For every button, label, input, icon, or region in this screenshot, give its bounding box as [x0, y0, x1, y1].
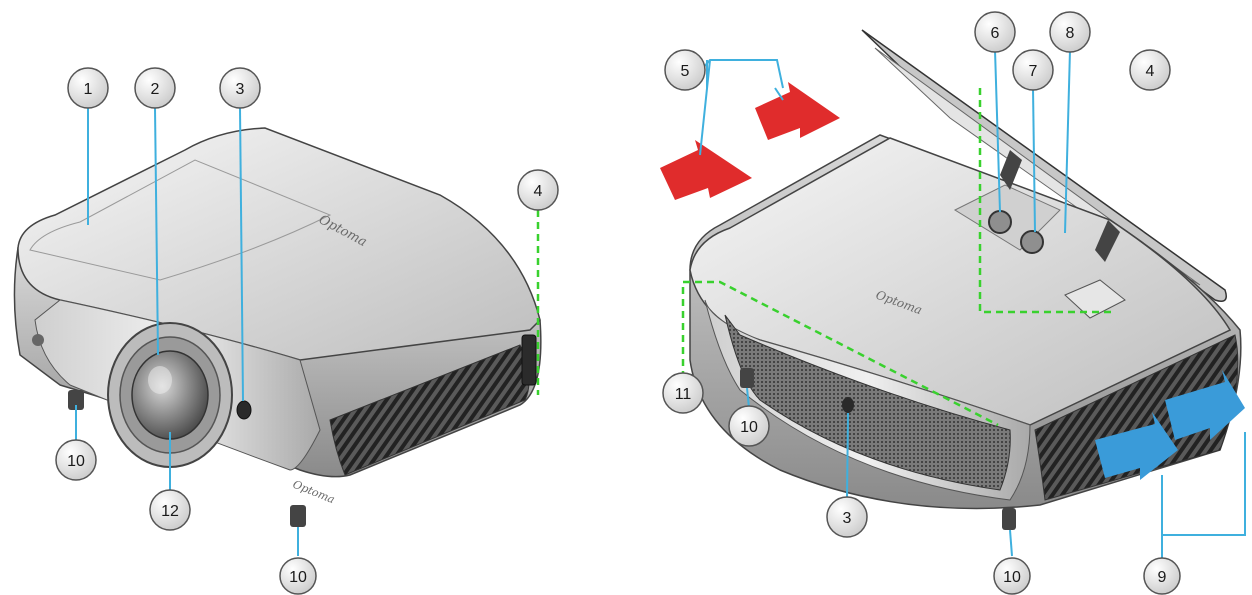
- rear-projector: [689, 29, 1242, 530]
- exhaust-arrow-2: [660, 140, 752, 200]
- callout-10-left: 10: [55, 439, 97, 481]
- callouts-rear: 5 6 7 8 4 11 10 3: [662, 11, 1181, 595]
- callout-4-rear: 4: [1129, 49, 1171, 91]
- callout-3-rear: 3: [826, 496, 868, 538]
- svg-text:3: 3: [236, 81, 245, 98]
- svg-text:8: 8: [1066, 25, 1075, 42]
- intake-arrow-1: [1165, 370, 1245, 440]
- callout-3: 3: [219, 67, 261, 109]
- leader-lines-dashed: [536, 88, 1115, 427]
- callout-12: 12: [149, 489, 191, 531]
- svg-text:6: 6: [991, 25, 1000, 42]
- svg-text:4: 4: [1146, 63, 1155, 80]
- svg-text:10: 10: [67, 453, 85, 470]
- exhaust-arrows: [660, 82, 840, 200]
- callout-5: 5: [664, 49, 706, 91]
- callout-10-rear-right: 10: [993, 557, 1031, 595]
- exhaust-arrow-1: [755, 82, 840, 140]
- front-brand-bottom: Optoma: [291, 478, 337, 507]
- svg-text:12: 12: [161, 503, 179, 520]
- callout-7: 7: [1012, 49, 1054, 91]
- intake-arrow-2: [1095, 412, 1178, 480]
- callout-8: 8: [1049, 11, 1091, 53]
- svg-text:10: 10: [289, 569, 307, 586]
- callout-9: 9: [1143, 557, 1181, 595]
- callout-2: 2: [134, 67, 176, 109]
- callout-10-right: 10: [279, 557, 317, 595]
- callouts-front: 1 2 3 4 10 12 10: [55, 67, 559, 595]
- callout-1: 1: [67, 67, 109, 109]
- svg-text:10: 10: [1003, 569, 1021, 586]
- leader-lines: [75, 49, 1246, 558]
- callout-6: 6: [974, 11, 1016, 53]
- svg-text:3: 3: [843, 510, 852, 527]
- svg-text:10: 10: [740, 419, 758, 436]
- svg-text:5: 5: [681, 63, 690, 80]
- svg-text:2: 2: [151, 81, 160, 98]
- svg-text:4: 4: [534, 183, 543, 200]
- svg-text:1: 1: [84, 81, 93, 98]
- svg-text:7: 7: [1029, 63, 1038, 80]
- svg-text:9: 9: [1158, 569, 1167, 586]
- intake-arrows: [1095, 370, 1245, 480]
- front-projector: [13, 127, 542, 527]
- callout-11: 11: [662, 372, 704, 414]
- callout-4: 4: [517, 169, 559, 211]
- svg-text:11: 11: [675, 386, 692, 403]
- callout-10-rear-left: 10: [728, 405, 770, 447]
